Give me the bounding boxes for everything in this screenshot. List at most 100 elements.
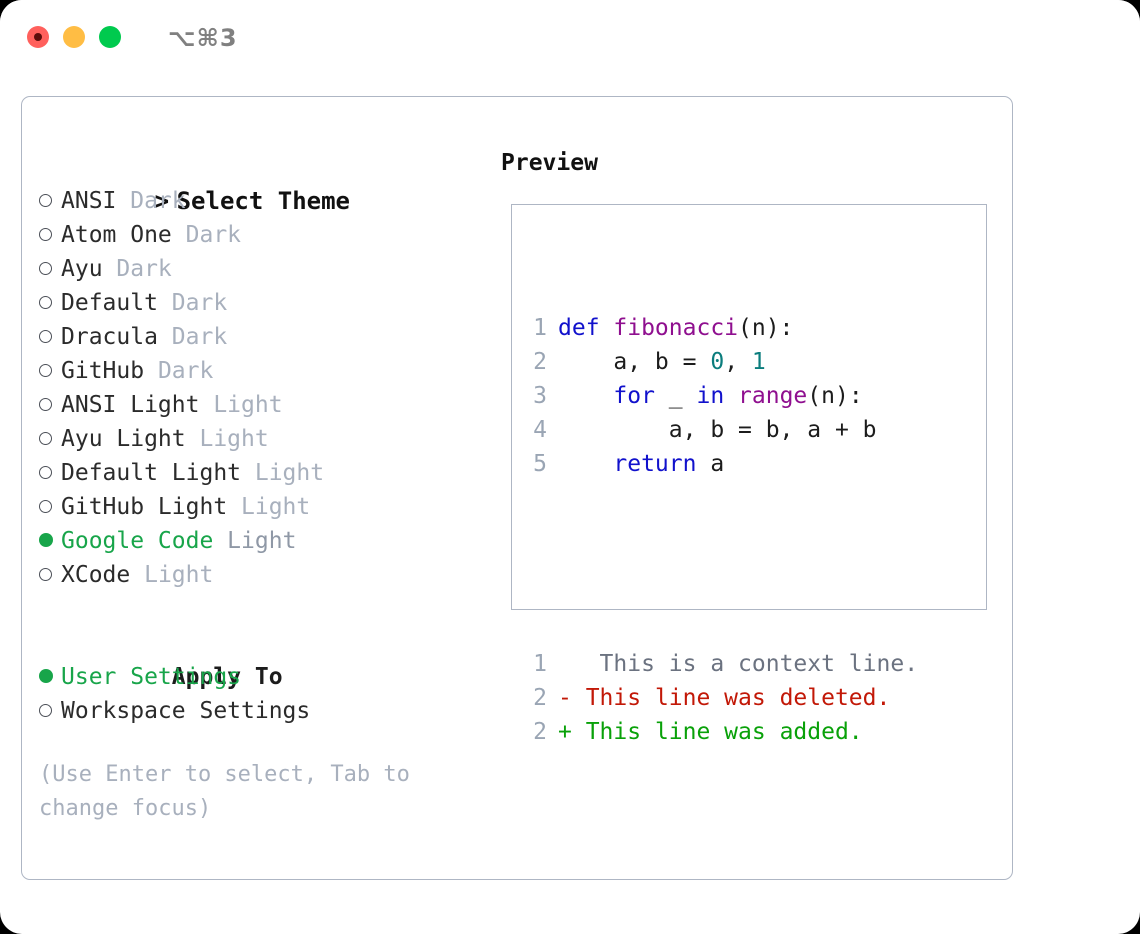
code-token bbox=[558, 451, 613, 477]
theme-name: Atom One bbox=[61, 222, 172, 248]
minimize-button[interactable] bbox=[63, 26, 85, 48]
apply-to-option-label: Workspace Settings bbox=[61, 698, 311, 724]
theme-variant-tag: Dark bbox=[171, 222, 242, 248]
theme-variant-tag: Light bbox=[213, 528, 297, 554]
code-diff-gap bbox=[527, 549, 918, 579]
theme-name: GitHub bbox=[61, 358, 145, 384]
theme-list-item[interactable]: ANSI Light Light bbox=[39, 388, 489, 422]
line-number: 2 bbox=[533, 719, 547, 745]
diff-text: This line was deleted. bbox=[571, 685, 891, 711]
radio-selected-icon bbox=[39, 669, 53, 683]
code-line: 3 for _ in range(n): bbox=[527, 379, 918, 413]
code-token: a, b = bbox=[558, 349, 711, 375]
theme-list-item[interactable]: Ayu Dark bbox=[39, 252, 489, 286]
code-token: (n): bbox=[807, 383, 863, 409]
theme-list-item[interactable]: Default Light Light bbox=[39, 456, 489, 490]
theme-list-item[interactable]: Atom One Dark bbox=[39, 218, 489, 252]
window-title: ⌥⌘3 bbox=[168, 24, 238, 52]
diff-marker bbox=[558, 651, 572, 677]
theme-variant-tag: Dark bbox=[102, 256, 172, 282]
apply-to-option-label: User Settings bbox=[61, 664, 242, 690]
code-token: fibonacci bbox=[613, 315, 739, 341]
code-token bbox=[724, 383, 738, 409]
theme-name: Dracula bbox=[61, 324, 158, 350]
line-number: 2 bbox=[533, 349, 547, 375]
radio-unselected-icon bbox=[39, 364, 52, 377]
theme-name: Google Code bbox=[61, 528, 214, 554]
theme-variant-tag: Dark bbox=[144, 358, 214, 384]
apply-to-item[interactable]: User Settings bbox=[39, 660, 489, 694]
apply-to-label: Apply To bbox=[171, 664, 283, 690]
theme-list-item[interactable]: XCode Light bbox=[39, 558, 489, 592]
theme-variant-tag: Dark bbox=[116, 188, 186, 214]
radio-unselected-icon bbox=[39, 704, 52, 717]
selection-caret-icon: > bbox=[154, 187, 170, 215]
theme-list-item[interactable]: Default Dark bbox=[39, 286, 489, 320]
theme-list-item[interactable]: Ayu Light Light bbox=[39, 422, 489, 456]
radio-unselected-icon bbox=[39, 228, 52, 241]
apply-to-heading: Apply To bbox=[39, 626, 489, 690]
code-token: in bbox=[696, 383, 725, 409]
theme-radio-marker bbox=[39, 286, 61, 320]
theme-name: Default bbox=[61, 290, 158, 316]
page-title: Select Theme bbox=[176, 187, 350, 215]
theme-radio-marker bbox=[39, 388, 61, 422]
keyboard-hint: (Use Enter to select, Tab to change focu… bbox=[39, 762, 424, 821]
theme-list-item[interactable]: Google Code Light bbox=[39, 524, 489, 558]
diff-block: 1 This is a context line.2- This line wa… bbox=[527, 647, 918, 749]
diff-line: 2+ This line was added. bbox=[527, 715, 918, 749]
theme-name: ANSI Light bbox=[61, 392, 200, 418]
theme-list-item[interactable]: GitHub Light Light bbox=[39, 490, 489, 524]
theme-radio-marker bbox=[39, 490, 61, 524]
theme-name: ANSI bbox=[61, 188, 117, 214]
theme-variant-tag: Light bbox=[185, 426, 269, 452]
preview-heading: Preview bbox=[501, 150, 598, 176]
diff-line: 2- This line was deleted. bbox=[527, 681, 918, 715]
traffic-light-group bbox=[27, 26, 121, 48]
theme-radio-marker bbox=[39, 524, 61, 558]
line-number: 3 bbox=[533, 383, 547, 409]
maximize-button[interactable] bbox=[99, 26, 121, 48]
theme-list-item[interactable]: GitHub Dark bbox=[39, 354, 489, 388]
theme-radio-marker bbox=[39, 422, 61, 456]
code-token: range bbox=[738, 383, 808, 409]
radio-unselected-icon bbox=[39, 568, 52, 581]
code-line: 2 a, b = 0, 1 bbox=[527, 345, 918, 379]
list-spacer bbox=[39, 592, 489, 626]
line-number: 5 bbox=[533, 451, 547, 477]
code-token: , bbox=[724, 349, 752, 375]
line-number: 4 bbox=[533, 417, 547, 443]
code-token: a, b = b, a + b bbox=[558, 417, 877, 443]
radio-unselected-icon bbox=[39, 296, 52, 309]
diff-line: 1 This is a context line. bbox=[527, 647, 918, 681]
apply-to-radio-marker bbox=[39, 694, 61, 728]
radio-unselected-icon bbox=[39, 330, 52, 343]
radio-unselected-icon bbox=[39, 262, 52, 275]
diff-text: This line was added. bbox=[571, 719, 863, 745]
radio-unselected-icon bbox=[39, 500, 52, 513]
close-button[interactable] bbox=[27, 26, 49, 48]
theme-radio-marker bbox=[39, 456, 61, 490]
radio-unselected-icon bbox=[39, 194, 52, 207]
line-number: 2 bbox=[533, 685, 547, 711]
theme-radio-marker bbox=[39, 252, 61, 286]
theme-list-item[interactable]: ANSI Dark bbox=[39, 184, 489, 218]
code-line: 4 a, b = b, a + b bbox=[527, 413, 918, 447]
theme-list-item[interactable]: Dracula Dark bbox=[39, 320, 489, 354]
theme-name: Default Light bbox=[61, 460, 242, 486]
theme-variant-tag: Dark bbox=[157, 324, 228, 350]
title-bar: ⌥⌘3 bbox=[0, 0, 1140, 78]
code-token: _ bbox=[654, 383, 697, 409]
preview-column: Preview bbox=[501, 150, 991, 176]
theme-variant-tag: Light bbox=[130, 562, 214, 588]
apply-to-item[interactable]: Workspace Settings bbox=[39, 694, 489, 728]
radio-unselected-icon bbox=[39, 466, 52, 479]
code-token bbox=[558, 383, 613, 409]
theme-name: Ayu Light bbox=[61, 426, 186, 452]
diff-marker: - bbox=[558, 685, 572, 711]
